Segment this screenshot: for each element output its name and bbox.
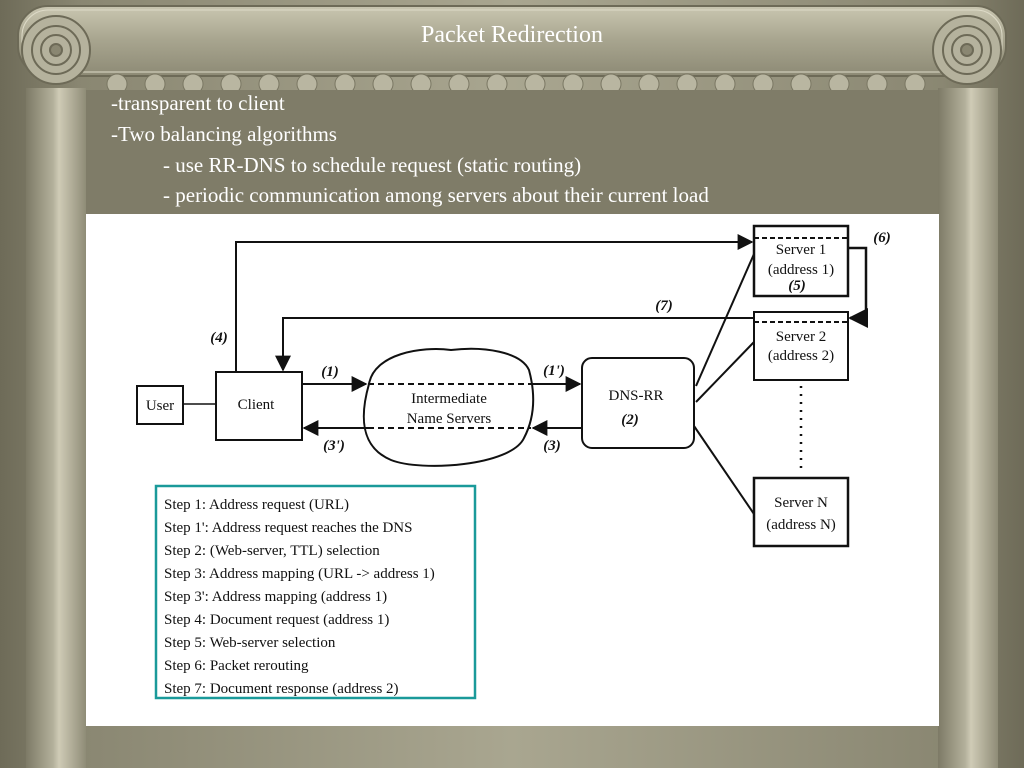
bullet-algorithms: -Two balancing algorithms [111, 122, 337, 146]
steps-legend-box [154, 484, 477, 700]
step-item: Step 7: Document response (address 2) [164, 681, 399, 697]
step-item: Step 1: Address request (URL) [164, 497, 349, 513]
bullet-rr-dns: - use RR-DNS to schedule request (static… [163, 153, 582, 177]
arrow-step-4 [235, 234, 754, 372]
dns-server1-link [695, 253, 755, 387]
server-1-label-line2: (address 1) [768, 262, 834, 278]
step-item: Step 6: Packet rerouting [164, 658, 309, 674]
bullet-panel: -transparent to client -Two balancing al… [86, 90, 938, 214]
step-item: Step 3': Address mapping (address 1) [164, 589, 387, 605]
label-step-3p: (3') [323, 438, 345, 454]
user-node [136, 385, 184, 425]
dns-rr-step-label: (2) [621, 412, 639, 428]
intermediate-label-line1: Intermediate [411, 391, 487, 407]
step-item: Step 2: (Web-server, TTL) selection [164, 543, 380, 559]
server-n-node [752, 476, 850, 548]
user-label: User [146, 398, 174, 414]
client-label: Client [238, 397, 275, 413]
dns-rr-node [581, 357, 695, 449]
intermediate-name-servers-node [362, 347, 535, 467]
column-capital-decoration [17, 5, 1007, 95]
left-column-decoration [26, 88, 86, 768]
dns-server2-link [695, 341, 755, 403]
dns-servern-link [693, 425, 755, 515]
right-column-decoration [938, 88, 998, 768]
step-item: Step 5: Web-server selection [164, 635, 336, 651]
step-item: Step 1': Address request reaches the DNS [164, 520, 412, 536]
step-item: Step 3: Address mapping (URL -> address … [164, 566, 435, 582]
dns-rr-label: DNS-RR [608, 388, 663, 404]
bullet-periodic-communication: - periodic communication among servers a… [163, 183, 709, 207]
server-2-label-line2: (address 2) [768, 348, 834, 364]
intermediate-label-line2: Name Servers [407, 411, 492, 427]
label-step-7: (7) [655, 298, 673, 314]
label-step-4: (4) [210, 330, 228, 346]
client-node [215, 371, 303, 441]
server-1-step-label: (5) [788, 278, 806, 294]
arrow-step-6 [848, 246, 868, 328]
server-n-label-line1: Server N [774, 495, 828, 511]
arrow-step-7 [275, 317, 754, 372]
server-1-node [752, 224, 850, 298]
slide-title: Packet Redirection [421, 22, 603, 48]
server-1-label-line1: Server 1 [776, 242, 826, 258]
server-n-label-line2: (address N) [766, 517, 836, 533]
server-2-label-line1: Server 2 [776, 329, 826, 345]
packet-redirection-diagram: User Client Intermediate Name Servers DN… [136, 224, 891, 700]
label-step-1: (1) [321, 364, 339, 380]
server-2-node [753, 311, 849, 381]
label-step-3: (3) [543, 438, 561, 454]
diagram-panel: User Client Intermediate Name Servers DN… [86, 214, 939, 726]
bullet-transparent: -transparent to client [111, 91, 285, 115]
label-step-1p: (1') [543, 363, 565, 379]
label-step-6: (6) [873, 230, 891, 246]
step-item: Step 4: Document request (address 1) [164, 612, 389, 628]
